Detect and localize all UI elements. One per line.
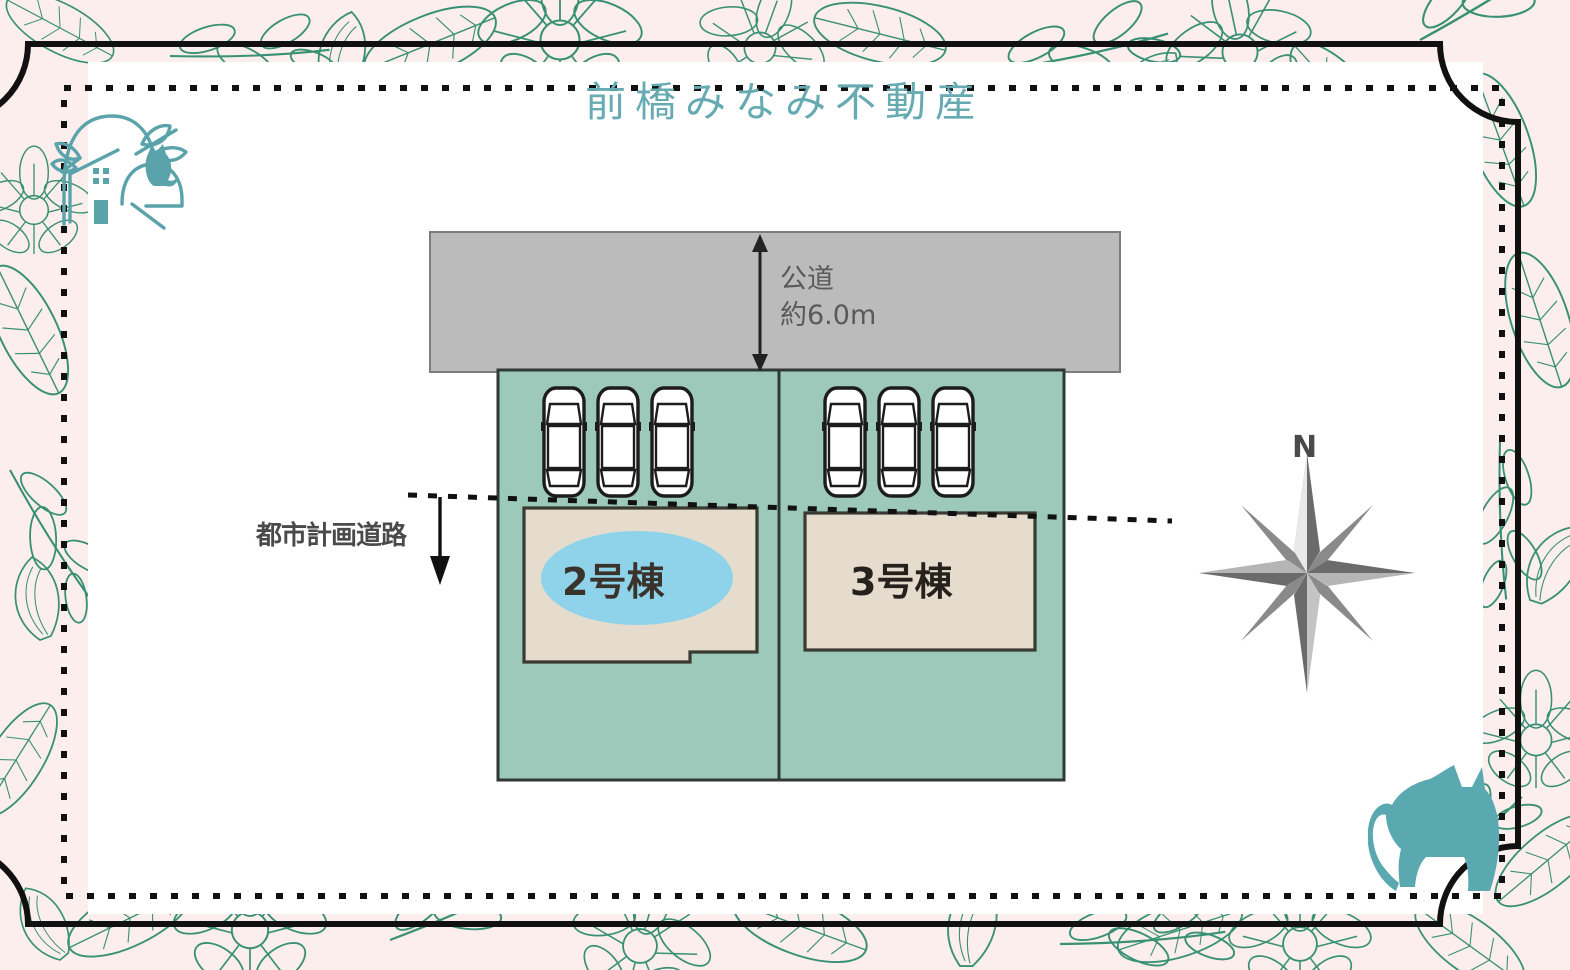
logo-cat-icon <box>145 144 178 187</box>
company-logo-icon <box>50 114 188 230</box>
compass-rose <box>1199 453 1415 693</box>
building-3-footprint <box>803 511 1037 652</box>
cat-silhouette-icon <box>1368 765 1500 891</box>
planning-road-guide <box>407 492 1173 585</box>
road-width-dimension-arrow <box>752 234 768 372</box>
building-2-highlight-oval <box>541 531 733 625</box>
